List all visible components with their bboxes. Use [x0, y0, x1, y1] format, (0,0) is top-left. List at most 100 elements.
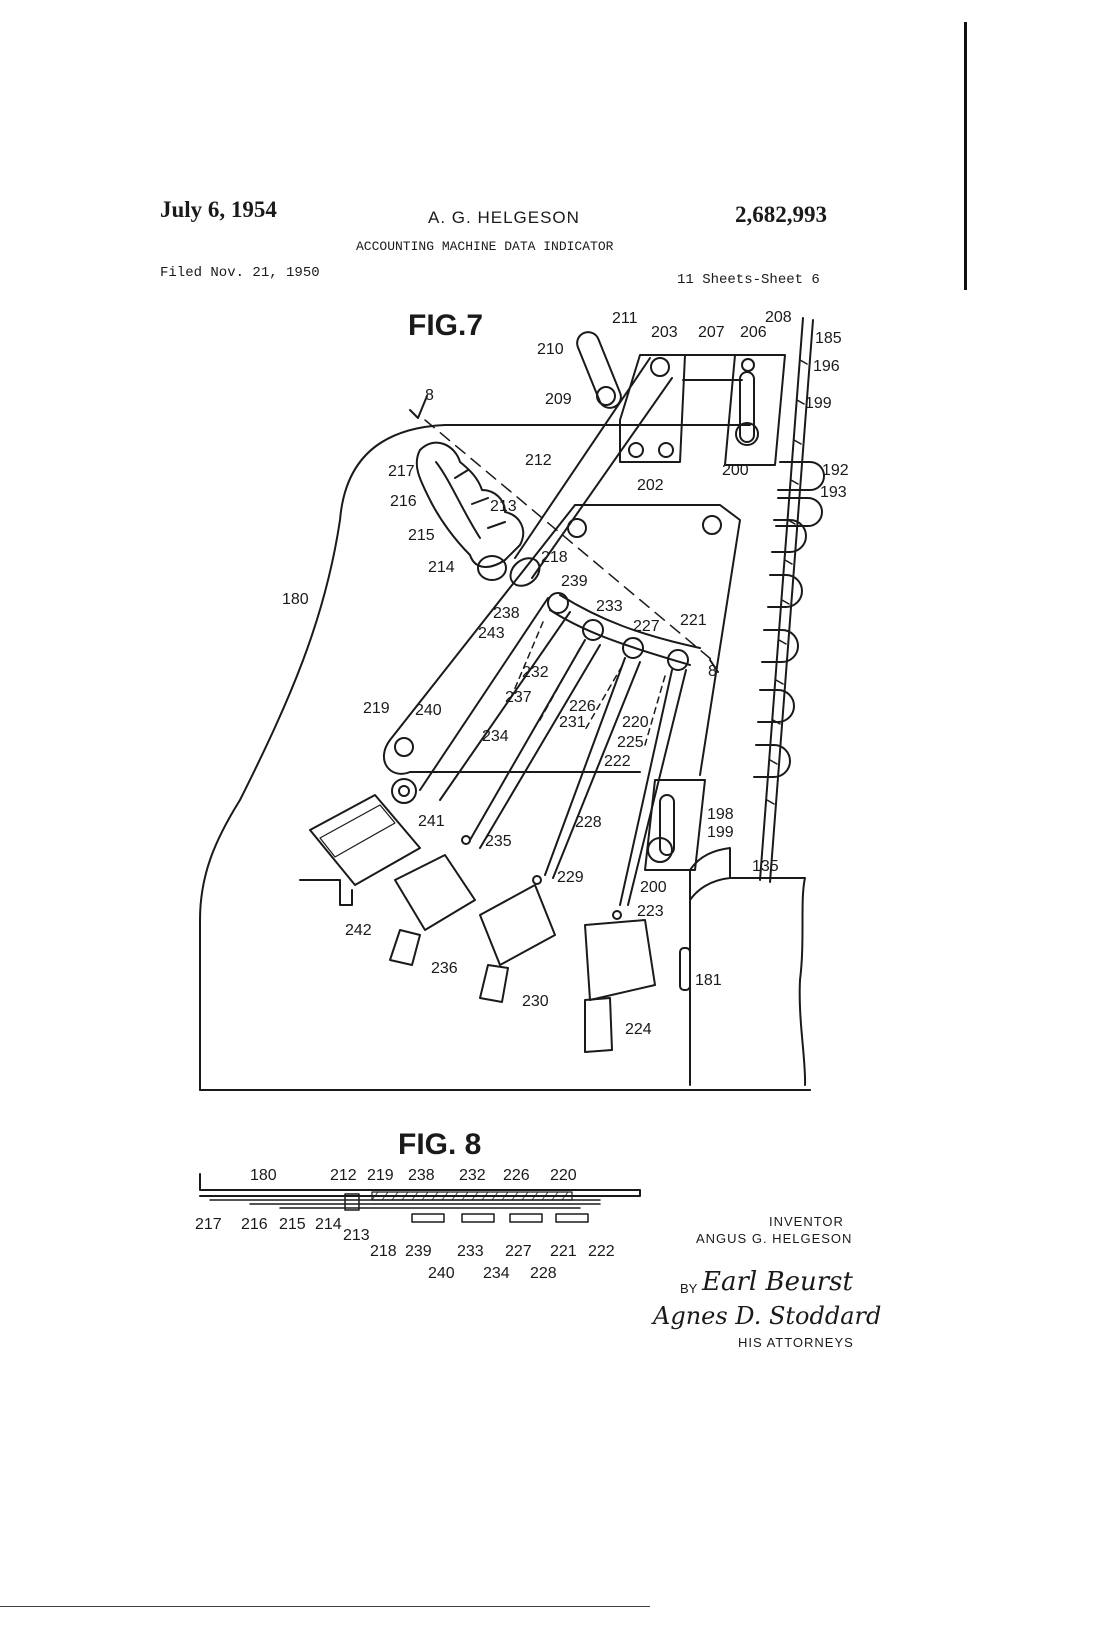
fig8-layers: [209, 1199, 601, 1209]
ref-220: 220: [622, 714, 649, 731]
ref-181: 181: [695, 972, 722, 989]
pivot-241-center: [398, 785, 410, 797]
ref-215: 215: [408, 527, 435, 544]
ref-222: 222: [604, 753, 631, 770]
ref-241: 241: [418, 813, 445, 830]
fig7-reference-numerals: 211 210 203 207 206 208 185 196 199 209 …: [282, 309, 849, 1038]
fig8-ref-232: 232: [459, 1167, 486, 1184]
patent-number: 2,682,993: [735, 202, 827, 227]
inventor-full-name: ANGUS G. HELGESON: [696, 1231, 852, 1246]
ref-221: 221: [680, 612, 707, 629]
ref-237: 237: [505, 689, 532, 706]
fig8-plate-180: [199, 1173, 641, 1197]
fig8-ref-234: 234: [483, 1265, 510, 1282]
fig8-ref-238: 238: [408, 1167, 435, 1184]
fig8-hatch: [371, 1191, 569, 1201]
arc-guide-inner: [549, 609, 691, 666]
head-pins: [461, 835, 622, 920]
ref-211: 211: [612, 310, 638, 327]
arm-212: [514, 357, 673, 579]
bracket-198: [644, 779, 706, 871]
fig8-ref-222: 222: [588, 1243, 615, 1260]
fig8-ref-216: 216: [241, 1216, 268, 1233]
ref-208: 208: [765, 309, 792, 326]
ref-193: 193: [820, 484, 847, 501]
scan-bottom-rule: [0, 1606, 650, 1607]
slot-210: [576, 331, 622, 409]
screw-plate-b: [702, 515, 722, 535]
ref-229: 229: [557, 869, 584, 886]
scan-edge-rule: [964, 22, 967, 290]
attorney-signature-1: Earl Beurst: [701, 1267, 853, 1297]
ref-230: 230: [522, 993, 549, 1010]
ref-240: 240: [415, 702, 442, 719]
link-207: [664, 354, 743, 381]
slot-199-bottom: [659, 794, 675, 856]
ref-199-top: 199: [805, 395, 832, 412]
indicator-heads: [299, 794, 656, 1053]
ref-196: 196: [813, 358, 840, 375]
screw-202b: [658, 442, 674, 458]
frame-135: [689, 847, 807, 1086]
screw-plate-c: [394, 737, 414, 757]
ref-210: 210: [537, 341, 564, 358]
fig8-drawing: FIG. 8 180 212 219 238 232 226 220 217 2…: [195, 1128, 641, 1282]
ref-226: 226: [569, 698, 596, 715]
section-arrow-top: [409, 395, 428, 419]
ref-202: 202: [637, 477, 664, 494]
slot-181: [679, 947, 691, 991]
ref-206: 206: [740, 324, 767, 341]
fig8-ref-227: 227: [505, 1243, 532, 1260]
attorney-signature-2: Agnes D. Stoddard: [651, 1302, 881, 1330]
ref-228: 228: [575, 814, 602, 831]
arc-guide: [559, 594, 701, 649]
ref-207: 207: [698, 324, 725, 341]
fig8-ref-213: 213: [343, 1227, 370, 1244]
ref-213: 213: [490, 498, 517, 515]
filed-date: Filed Nov. 21, 1950: [160, 265, 320, 281]
fig7-drawing: FIG.7: [199, 309, 849, 1091]
ref-233: 233: [596, 598, 623, 615]
fig8-ref-240: 240: [428, 1265, 455, 1282]
ref-234: 234: [482, 728, 509, 745]
ref-199-bottom: 199: [707, 824, 734, 841]
attorneys-label: HIS ATTORNEYS: [738, 1335, 854, 1350]
cam-inner: [435, 461, 506, 539]
ref-225: 225: [617, 734, 644, 751]
fig8-pin-213: [344, 1193, 360, 1211]
ref-200-bottom: 200: [640, 879, 667, 896]
ref-217: 217: [388, 463, 415, 480]
ref-242: 242: [345, 922, 372, 939]
fig8-ref-180: 180: [250, 1167, 277, 1184]
signature-block: INVENTOR ANGUS G. HELGESON BY Earl Beurs…: [651, 1214, 881, 1350]
levers: [419, 592, 689, 906]
fig8-ref-215: 215: [279, 1216, 306, 1233]
fig8-ref-214: 214: [315, 1216, 342, 1233]
fig7-caption: FIG.7: [408, 309, 483, 342]
ref-185: 185: [815, 330, 842, 347]
fig8-ref-218: 218: [370, 1243, 397, 1260]
ref-236: 236: [431, 960, 458, 977]
ref-209: 209: [545, 391, 572, 408]
ref-227: 227: [633, 618, 660, 635]
ref-216: 216: [390, 493, 417, 510]
section-mark-bottom: 8: [708, 663, 717, 680]
fig8-ref-221: 221: [550, 1243, 577, 1260]
screw-plate-a: [567, 518, 587, 538]
plate-219: [383, 504, 741, 776]
fig8-ref-212: 212: [330, 1167, 357, 1184]
fig8-reference-numerals: 180 212 219 238 232 226 220 217 216 215 …: [195, 1167, 615, 1282]
ref-231: 231: [559, 714, 586, 731]
fig8-caption: FIG. 8: [398, 1128, 481, 1161]
bracket-196: [724, 354, 786, 466]
bar-185: [759, 317, 814, 883]
ref-223: 223: [637, 903, 664, 920]
inventor-label: INVENTOR: [769, 1214, 844, 1229]
ref-192: 192: [822, 462, 849, 479]
ref-238: 238: [493, 605, 520, 622]
fig8-ref-220: 220: [550, 1167, 577, 1184]
bar-teeth: [766, 359, 808, 805]
ref-214: 214: [428, 559, 455, 576]
pivot-203: [650, 357, 670, 377]
